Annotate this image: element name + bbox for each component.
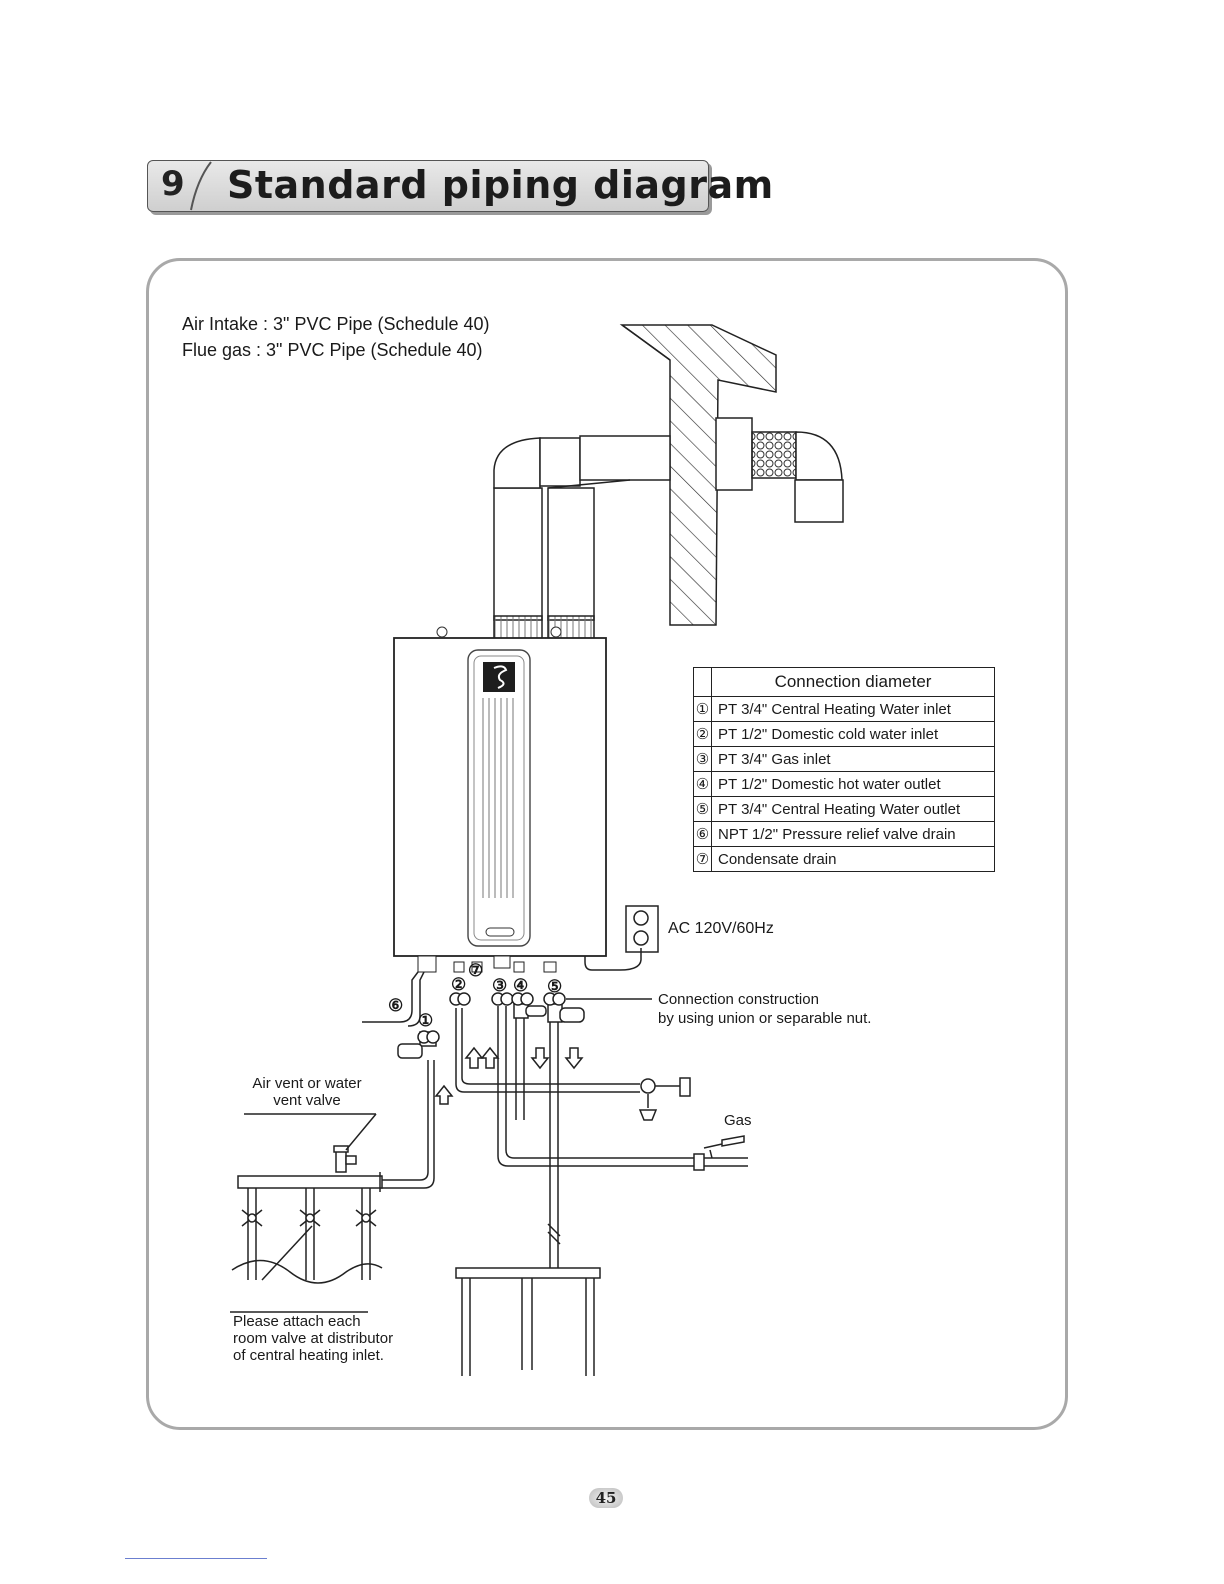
- section-number: 9: [161, 164, 185, 204]
- connector-6-marker: ⑥: [388, 996, 404, 1015]
- section-header: 9 Standard piping diagram: [147, 160, 773, 212]
- row-number: ②: [693, 721, 712, 747]
- boiler-unit: [393, 626, 607, 973]
- row-description: PT 3/4" Central Heating Water inlet: [711, 696, 995, 722]
- vent-pipes: [493, 417, 844, 641]
- connector-5-marker: ⑤: [547, 977, 563, 996]
- row-number: ①: [693, 696, 712, 722]
- connection-construction-label-2: by using union or separable nut.: [658, 1010, 872, 1027]
- row-description: PT 3/4" Central Heating Water outlet: [711, 796, 995, 822]
- row-number: ⑦: [693, 846, 712, 872]
- air-vent-label-line2: vent valve: [273, 1092, 341, 1109]
- page-number: 45: [589, 1488, 623, 1508]
- connection-construction-label: Connection construction: [658, 991, 819, 1008]
- table-heading: Connection diameter: [711, 667, 995, 697]
- air-vent-label-line1: Air vent or water: [252, 1075, 362, 1092]
- air-vent-label: Air vent or water vent valve: [238, 1075, 376, 1109]
- attach-note: Please attach each room valve at distrib…: [233, 1313, 393, 1364]
- connector-3-marker: ③: [492, 976, 508, 995]
- footer-line: [125, 1558, 267, 1559]
- heating-distributor: [230, 1113, 383, 1313]
- flue-gas-spec: Flue gas : 3" PVC Pipe (Schedule 40): [182, 340, 483, 360]
- row-description: PT 3/4" Gas inlet: [711, 746, 995, 772]
- attach-note-line3: of central heating inlet.: [233, 1347, 384, 1364]
- power-outlet: [584, 905, 659, 971]
- section-header-box: [147, 160, 709, 212]
- attach-note-line1: Please attach each: [233, 1313, 361, 1330]
- row-number: ④: [693, 771, 712, 797]
- connector-4-marker: ④: [513, 976, 529, 995]
- row-description: NPT 1/2" Pressure relief valve drain: [711, 821, 995, 847]
- diagram-panel: [146, 258, 1068, 1430]
- piping: [362, 971, 748, 1270]
- attach-note-line2: room valve at distributor: [233, 1330, 394, 1347]
- row-number: ⑤: [693, 796, 712, 822]
- row-description: Condensate drain: [711, 846, 995, 872]
- row-description: PT 1/2" Domestic hot water outlet: [711, 771, 995, 797]
- gas-label: Gas: [724, 1112, 752, 1129]
- row-number: ③: [693, 746, 712, 772]
- air-intake-spec: Air Intake : 3" PVC Pipe (Schedule 40): [182, 314, 490, 334]
- connector-2-marker: ②: [451, 975, 467, 994]
- row-description: PT 1/2" Domestic cold water inlet: [711, 721, 995, 747]
- connector-1-marker: ①: [418, 1011, 434, 1030]
- table-corner: [693, 667, 712, 697]
- storage-tank: [455, 1267, 601, 1376]
- row-number: ⑥: [693, 821, 712, 847]
- section-title: Standard piping diagram: [227, 163, 774, 207]
- connector-7-marker: ⑦: [468, 961, 484, 980]
- header-slash: [190, 161, 212, 211]
- power-label: AC 120V/60Hz: [668, 920, 774, 937]
